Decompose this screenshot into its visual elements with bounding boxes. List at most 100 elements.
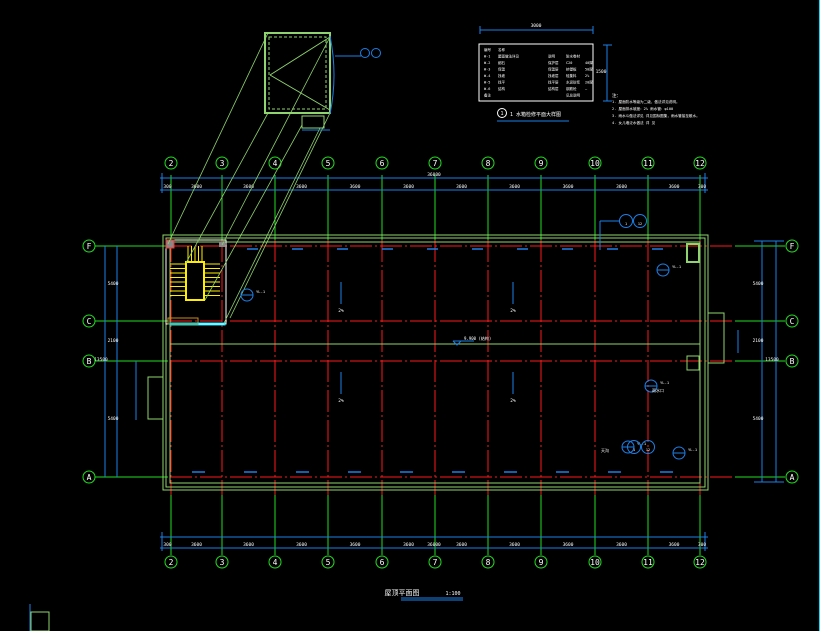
table-frame <box>478 43 594 102</box>
detail-leader <box>167 32 269 245</box>
dimension-text: 3600 <box>563 542 574 548</box>
axis-bubble-6 <box>375 156 389 170</box>
gutter-label: 天沟 <box>601 447 609 453</box>
axis-label-6: 6 <box>380 159 385 168</box>
stair-sill <box>169 322 226 326</box>
axis-label-12: 12 <box>695 159 705 168</box>
column <box>165 239 175 249</box>
axis-bubble-3 <box>215 156 229 170</box>
dimension-overall: 36000 <box>427 172 441 178</box>
note-item: 3. 雨水斗做法详见 详见国标图集，雨水管接至散水。 <box>612 113 700 118</box>
axis-bubble-12 <box>693 555 707 569</box>
tank-inner <box>268 36 327 110</box>
axis-bubble-A <box>785 470 799 484</box>
slope-label: 2% <box>510 398 516 404</box>
note-item: 4. 女儿墙泛水做法 详 见 <box>612 120 656 125</box>
axis-bubble-9 <box>534 156 548 170</box>
axis-bubble-B <box>82 354 96 368</box>
note-item: 1. 屋面防水等级为二级，做法详见说明。 <box>612 99 680 104</box>
table-cell: 见总说明 <box>566 93 580 98</box>
axis-label-10: 10 <box>590 558 600 567</box>
drain-label: YL-1 <box>637 441 647 446</box>
dimension-text: 3600 <box>669 184 680 190</box>
door <box>167 317 199 325</box>
axis-bubble-5 <box>321 555 335 569</box>
axis-bubble-F <box>82 239 96 253</box>
roof-hatch <box>686 243 700 263</box>
axis-label-11: 11 <box>643 558 653 567</box>
table-cell: 结构层 <box>548 86 559 91</box>
dimension-text: 300 <box>698 184 706 190</box>
axis-label-B: B <box>790 357 795 366</box>
drawing-scale: 1:100 <box>445 591 460 597</box>
slope-label: 2% <box>338 308 344 314</box>
axis-label-5: 5 <box>326 558 331 567</box>
table-cell: 编号 <box>484 47 492 52</box>
dimension-text: 3600 <box>243 184 254 190</box>
axis-label-6: 6 <box>380 558 385 567</box>
detail-leader <box>204 124 303 301</box>
axis-bubble-10 <box>588 156 602 170</box>
table-cell: 名称 <box>498 47 506 52</box>
axis-bubble-4 <box>268 555 282 569</box>
axis-bubble-11 <box>641 555 655 569</box>
detail-ref-number: 12 <box>638 222 642 226</box>
dimension-text: 300 <box>163 542 171 548</box>
table-cell: 水泥砂浆 <box>566 80 580 85</box>
detail-leader <box>229 112 331 319</box>
dimension-text: 3600 <box>616 184 627 190</box>
detail-arc <box>329 35 335 115</box>
dimension-text: 3600 <box>456 542 467 548</box>
axis-label-7: 7 <box>433 558 438 567</box>
axis-bubble-F <box>785 239 799 253</box>
drain-label: YL-1 <box>688 447 698 452</box>
axis-bubble-5 <box>321 156 335 170</box>
table-cell: 挤塑板 <box>566 67 577 72</box>
dimension-overall: 36000 <box>427 542 441 548</box>
water-tank-detail <box>167 32 381 324</box>
dimension-text: 3600 <box>191 542 202 548</box>
drain-label: YL-1 <box>256 289 266 294</box>
dimension-text: 3600 <box>509 542 520 548</box>
detail-leader <box>185 112 269 264</box>
axis-label-F: F <box>790 242 795 251</box>
axis-bubble-C <box>82 314 96 328</box>
axis-bubble-10 <box>588 555 602 569</box>
roof-walls <box>29 234 725 631</box>
dimension-text: 3600 <box>669 542 680 548</box>
dimension-text: 3600 <box>403 184 414 190</box>
axis-bubble-8 <box>481 555 495 569</box>
axis-label-12: 12 <box>695 558 705 567</box>
axis-label-A: A <box>790 473 795 482</box>
tank-diag <box>269 74 331 111</box>
detail-number-bubble <box>497 108 507 118</box>
dimension-text: 3600 <box>296 184 307 190</box>
roof-hatch <box>686 355 700 371</box>
detail-ref-number: 1 <box>625 222 627 226</box>
dimension-text: 3600 <box>616 542 627 548</box>
table-cell: 说明 <box>548 54 556 59</box>
dimension-text: 3600 <box>403 542 414 548</box>
dimension-text: 2100 <box>108 338 119 344</box>
table-cell: C20 <box>566 61 572 65</box>
stair-core <box>165 239 227 326</box>
table-cell: 50厚 <box>585 67 593 72</box>
axis-bubble-12 <box>693 156 707 170</box>
drain-label: YL-1 <box>660 380 670 385</box>
table-dim-text: 3000 <box>531 23 542 29</box>
tank-outer <box>264 32 331 114</box>
dimension-text: 3600 <box>296 542 307 548</box>
detail-title: 1 水箱检修平面大样图 <box>510 111 561 118</box>
dimension-text: 3600 <box>350 542 361 548</box>
table-cell: 钢筋砼 <box>566 86 577 91</box>
slope-label: 2% <box>338 398 344 404</box>
axis-label-11: 11 <box>643 159 653 168</box>
table-cell: 20厚 <box>585 80 593 85</box>
axis-label-C: C <box>87 317 92 326</box>
axis-label-A: A <box>87 473 92 482</box>
dimension-text: 5400 <box>753 416 764 422</box>
table-cell: 屋面做法详见 <box>498 54 519 59</box>
